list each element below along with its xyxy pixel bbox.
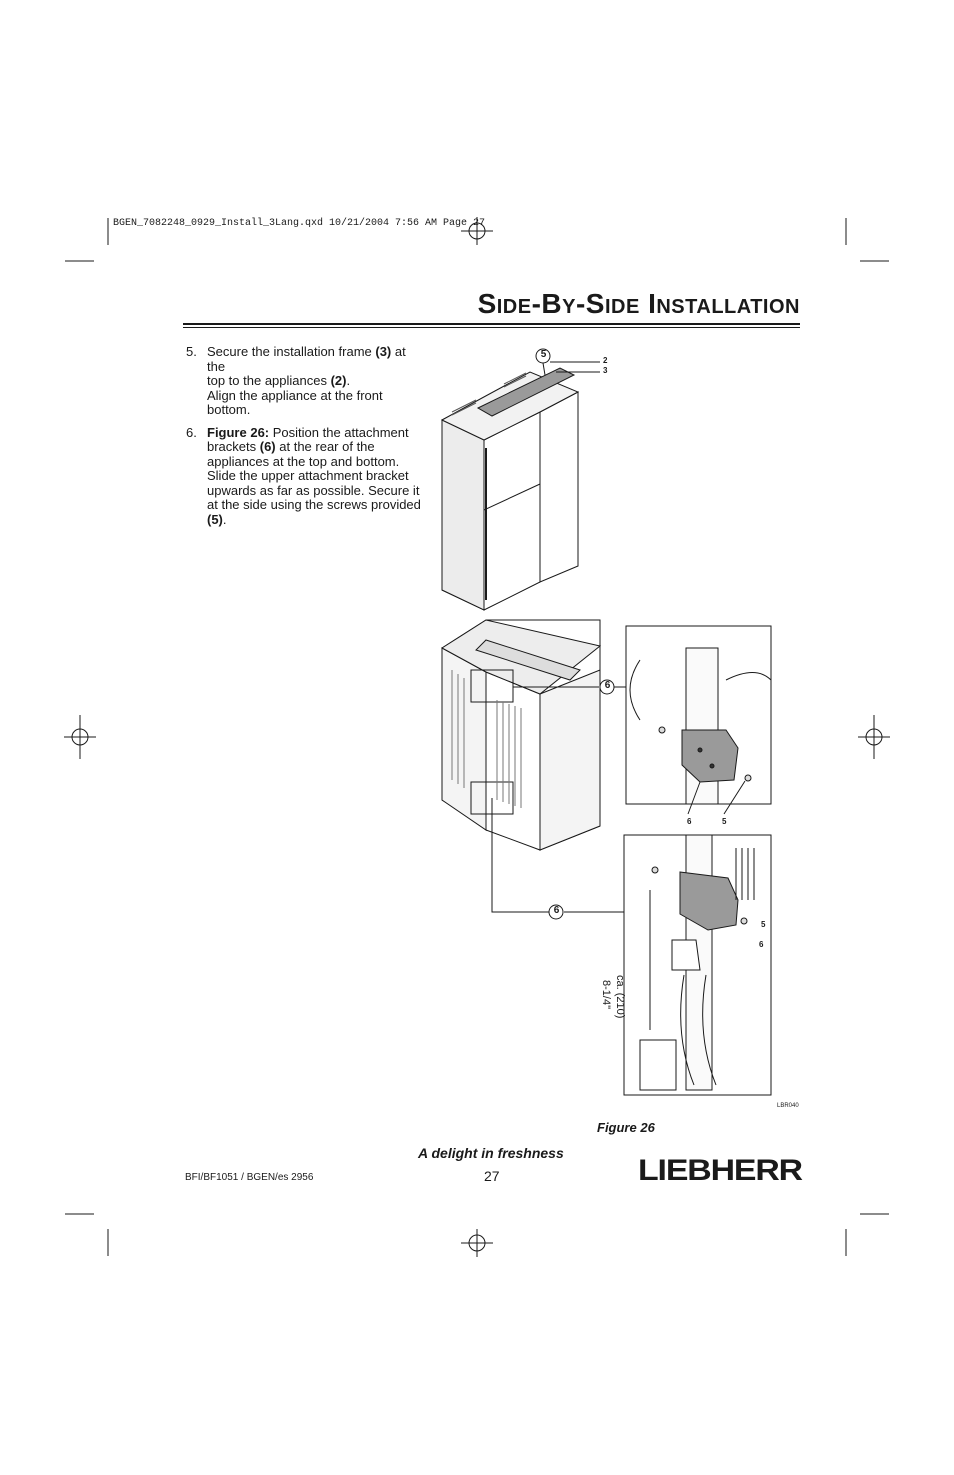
detail1-label-5: 5 xyxy=(722,817,727,826)
instruction-steps: 5. Secure the installation frame (3) at … xyxy=(183,344,425,535)
dimension-mm: ca. (210) xyxy=(614,975,626,1019)
callout-5-marker xyxy=(535,348,600,376)
step-number: 6. xyxy=(186,424,197,440)
footer-tagline: A delight in freshness xyxy=(418,1145,564,1161)
step-line: upwards as far as possible. Secure it xyxy=(207,482,420,498)
step-number: 5. xyxy=(186,344,197,359)
page-number: 27 xyxy=(484,1168,500,1184)
title-rule-thin xyxy=(183,327,800,328)
step-line: at the side using the screws provided xyxy=(207,497,421,512)
page-title: Side-By-Side Installation xyxy=(477,288,800,319)
logo-text: LIEBHERR xyxy=(638,1155,803,1183)
step-line: appliances at the top and bottom. xyxy=(207,453,400,469)
liebherr-logo: LIEBHERR xyxy=(637,1154,805,1187)
detail-leaders xyxy=(491,686,626,913)
figure-label-3: 3 xyxy=(603,366,608,375)
callout-6-top-marker xyxy=(599,679,615,695)
step-line: brackets (6) at the rear of the xyxy=(207,439,375,454)
title-rule xyxy=(183,323,800,325)
callout-6-bottom-label: 6 xyxy=(553,905,560,916)
step-line: (5). xyxy=(207,511,227,527)
appliances-front-view xyxy=(440,367,580,611)
figure-caption: Figure 26 xyxy=(597,1120,655,1135)
document-reference: BFI/BF1051 / BGEN/es 2956 xyxy=(185,1172,314,1183)
step-line: bottom. xyxy=(207,402,251,417)
callout-6-top-label: 6 xyxy=(604,680,611,691)
step-6: 6. Figure 26: Position the attachment br… xyxy=(183,424,425,528)
detail1-label-6: 6 xyxy=(687,817,692,826)
step-line: Slide the upper attachment bracket xyxy=(207,468,409,483)
step-line: the xyxy=(207,358,226,374)
step-line: Align the appliance at the front xyxy=(207,387,383,403)
step-5: 5. Secure the installation frame (3) at … xyxy=(183,344,425,418)
detail2-label-5: 5 xyxy=(761,920,766,929)
callout-5-label: 5 xyxy=(540,349,547,360)
figure-code: LBR040 xyxy=(777,1103,799,1109)
detail-top-bracket xyxy=(625,625,772,815)
appliances-rear-view xyxy=(441,619,602,851)
callout-6-bottom-marker xyxy=(548,904,564,920)
step-line: Figure 26: Position the attachment xyxy=(207,424,409,440)
figure-label-2: 2 xyxy=(603,356,608,365)
print-slug-line: BGEN_7082248_0929_Install_3Lang.qxd 10/2… xyxy=(113,218,486,229)
detail2-label-6: 6 xyxy=(759,940,764,949)
dimension-inches: 8-1/4" xyxy=(600,980,612,1009)
liebherr-logo-mark: LIEBHERR xyxy=(638,1154,805,1187)
step-line: Secure the installation frame (3) at xyxy=(207,344,406,359)
detail-bottom-bracket xyxy=(623,834,772,1096)
step-line: top to the appliances (2). xyxy=(207,373,351,388)
